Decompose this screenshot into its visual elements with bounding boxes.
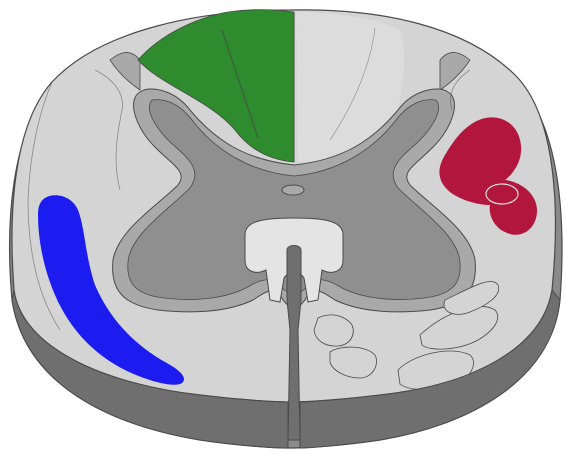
central-canal bbox=[282, 185, 304, 195]
